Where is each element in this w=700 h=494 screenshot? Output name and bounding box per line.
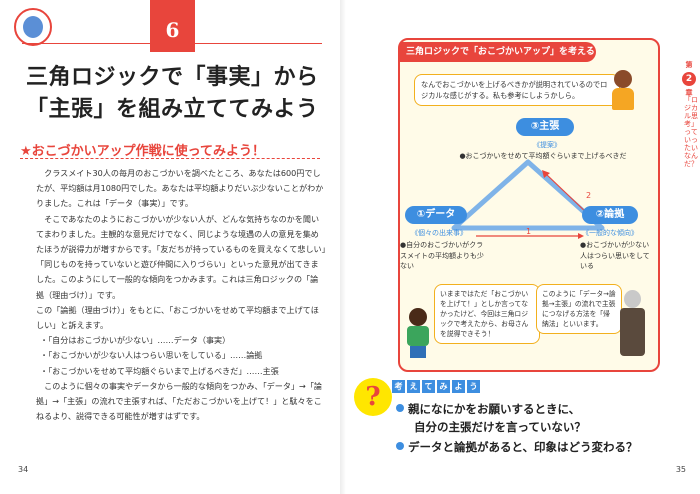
triangle-diagram: 1 2 — [451, 159, 605, 239]
chapter-number: 6 — [165, 18, 180, 42]
speech-bubble-man: このように「データ→論拠→主張」の流れで主張につなげる方法を「帰納法」といいます… — [536, 284, 622, 334]
data-node: ①データ — [405, 206, 467, 224]
paragraph: このように個々の事実やデータから一般的な傾向をつかみ、「データ」→「論拠」→「主… — [36, 380, 323, 422]
question-2: データと論拠があると、印象はどう変わる？ — [396, 438, 638, 456]
book-gutter — [340, 0, 350, 494]
girl-illustration — [608, 70, 638, 114]
question-1-line-1: 親になにかをお願いするときに、 — [408, 402, 581, 416]
side-chapter-title: 「ロジカル思考」っていったいなんだ？ — [684, 96, 698, 168]
think-char: え — [407, 380, 420, 393]
head-icon — [14, 8, 52, 46]
list-item: ・「おこづかいをせめて平均額ぐらいまで上げるべきだ」……主張 — [40, 365, 279, 376]
page-number-left: 34 — [18, 465, 29, 474]
bullet-icon — [396, 404, 404, 412]
question-1-line-2: 自分の主張だけを言っていない？ — [414, 420, 586, 434]
side-chapter-label: 第 — [685, 61, 693, 69]
arrow-label-2: 2 — [586, 191, 591, 200]
think-label: 考 え て み よ う — [392, 380, 480, 393]
think-char: 考 — [392, 380, 405, 393]
question-mark-icon: ? — [354, 378, 392, 416]
think-char: う — [467, 380, 480, 393]
page-number-right: 35 — [675, 465, 686, 474]
speech-bubble-girl: なんでおこづかいを上げるべきかが説明されているのでロジカルな感じがする。私も参考… — [414, 74, 620, 106]
paragraph: クラスメイト30人の毎月のおこづかいを調べたところ、あなたは600円でしたが、平… — [36, 168, 324, 209]
question-1: 親になにかをお願いするときに、 — [396, 400, 580, 418]
list-item: ・「おこづかいが少ない人はつらい思いをしている」……論拠 — [40, 350, 263, 361]
page-title: 三角ロジックで「事実」から 「主張」を組み立ててみよう — [26, 62, 326, 126]
title-line-2: 「主張」を組み立ててみよう — [26, 97, 319, 122]
warrant-kind: 《一般的な傾向》 — [582, 229, 638, 237]
data-text: ●自分のおこづかいがクラスメイトの平均額よりも少ない — [400, 241, 484, 270]
claim-text: ●おこづかいをせめて平均額ぐらいまで上げるべきだ — [459, 152, 627, 160]
side-chapter-number: 2 — [682, 72, 696, 86]
claim-kind: 《提案》 — [533, 141, 561, 149]
think-char: み — [437, 380, 450, 393]
warrant-text: ●おこづかいが少ない人はつらい思いをしている — [580, 241, 650, 270]
side-chapter-suffix: 章 — [685, 89, 693, 97]
man-illustration — [616, 290, 648, 360]
panel-title: 三角ロジックで「おこづかいアップ」を考える — [400, 42, 596, 62]
bullet-icon — [396, 442, 404, 450]
data-kind: 《個々の出来事》 — [411, 229, 467, 237]
subtitle-rule — [20, 158, 320, 159]
question-2-text: データと論拠があると、印象はどう変わる？ — [408, 440, 638, 454]
chapter-number-tab: 6 — [150, 0, 195, 52]
think-char: よ — [452, 380, 465, 393]
paragraph: この「論拠（理由づけ）」をもとに、「おこづかいをせめて平均額まで上げてほしい」と… — [36, 304, 319, 331]
side-chapter-marker: 第 2 章 — [680, 60, 698, 98]
left-page: 6 三角ロジックで「事実」から 「主張」を組み立ててみよう ★おこづかいアップ作… — [0, 0, 340, 494]
think-char: て — [422, 380, 435, 393]
claim-node: ③主張 — [516, 118, 574, 136]
warrant-node: ②論拠 — [582, 206, 638, 224]
speech-bubble-boy: いままではただ「おこづかいを上げて！」としか言ってなかったけど、今回は三角ロジッ… — [434, 284, 540, 344]
body-text: クラスメイト30人の毎月のおこづかいを調べたところ、あなたは600円でしたが、平… — [36, 166, 326, 424]
title-rule — [22, 43, 322, 44]
arrow-label-1: 1 — [526, 227, 531, 236]
paragraph: そこであなたのようにおこづかいが少ない人が、どんな気持ちなのかを聞いてまわりまし… — [36, 213, 326, 300]
title-line-1: 三角ロジックで「事実」から — [26, 65, 319, 90]
list-item: ・「自分はおこづかいが少ない」……データ（事実） — [40, 335, 231, 346]
boy-illustration — [404, 308, 432, 358]
section-subtitle: ★おこづかいアップ作戦に使ってみよう！ — [20, 144, 266, 159]
